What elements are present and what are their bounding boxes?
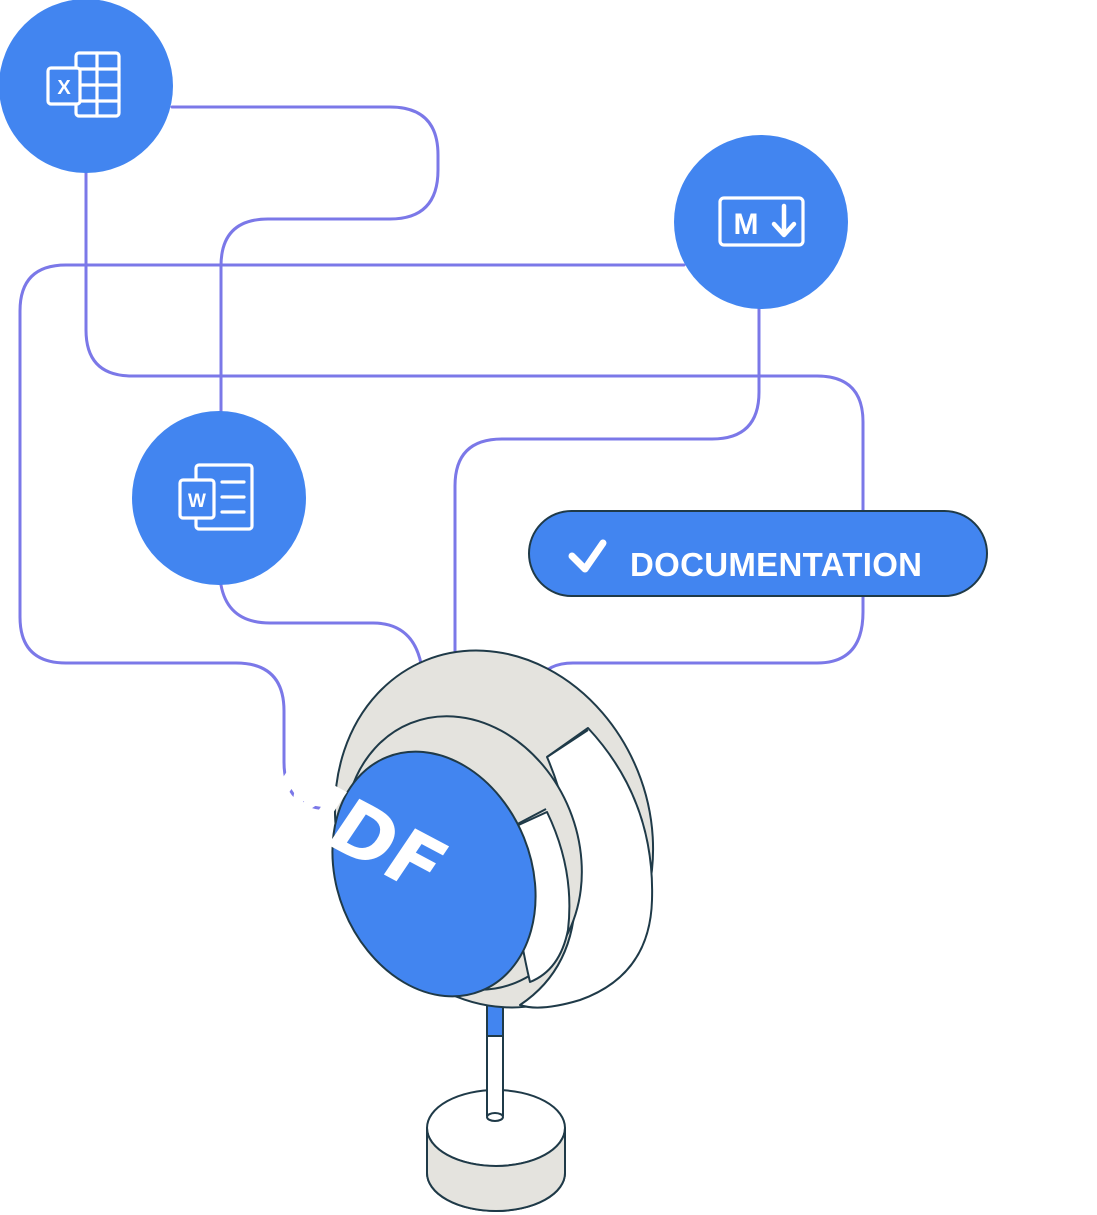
stand-pole-top-join: [487, 1080, 503, 1118]
wire-excel-to-word: [170, 105, 440, 414]
word-node-circle: [132, 411, 306, 585]
hub-stand: [426, 994, 566, 1212]
wire-word-to-hub: [219, 583, 424, 671]
word-node[interactable]: W: [132, 411, 306, 585]
excel-node[interactable]: X: [0, 0, 173, 173]
wire-markdown-to-hub: [453, 306, 761, 658]
hub-seam-top: [546, 729, 589, 758]
word-icon-letter: W: [188, 491, 206, 512]
stand-pole-foot: [486, 1112, 504, 1122]
checkmark-icon: [568, 539, 607, 573]
markdown-node-circle: [674, 135, 848, 309]
markdown-icon: M: [718, 196, 805, 247]
excel-file-icon: X: [46, 51, 121, 118]
mdf-hub[interactable]: MDF: [245, 602, 706, 1212]
hub-front-face: [331, 750, 537, 998]
excel-icon-letter: X: [57, 77, 71, 99]
wire-excel-to-hub: [84, 170, 865, 682]
markdown-node[interactable]: M: [674, 135, 848, 309]
stand-base-front: [426, 1127, 566, 1212]
wire-markdown-loop: [18, 263, 686, 811]
documentation-badge[interactable]: DOCUMENTATION: [528, 510, 988, 597]
badge-label: DOCUMENTATION: [630, 546, 922, 583]
markdown-icon-letter: M: [734, 208, 759, 241]
connector-wires: [18, 105, 865, 811]
word-file-icon: W: [178, 463, 254, 531]
badge-pill: [528, 510, 988, 597]
